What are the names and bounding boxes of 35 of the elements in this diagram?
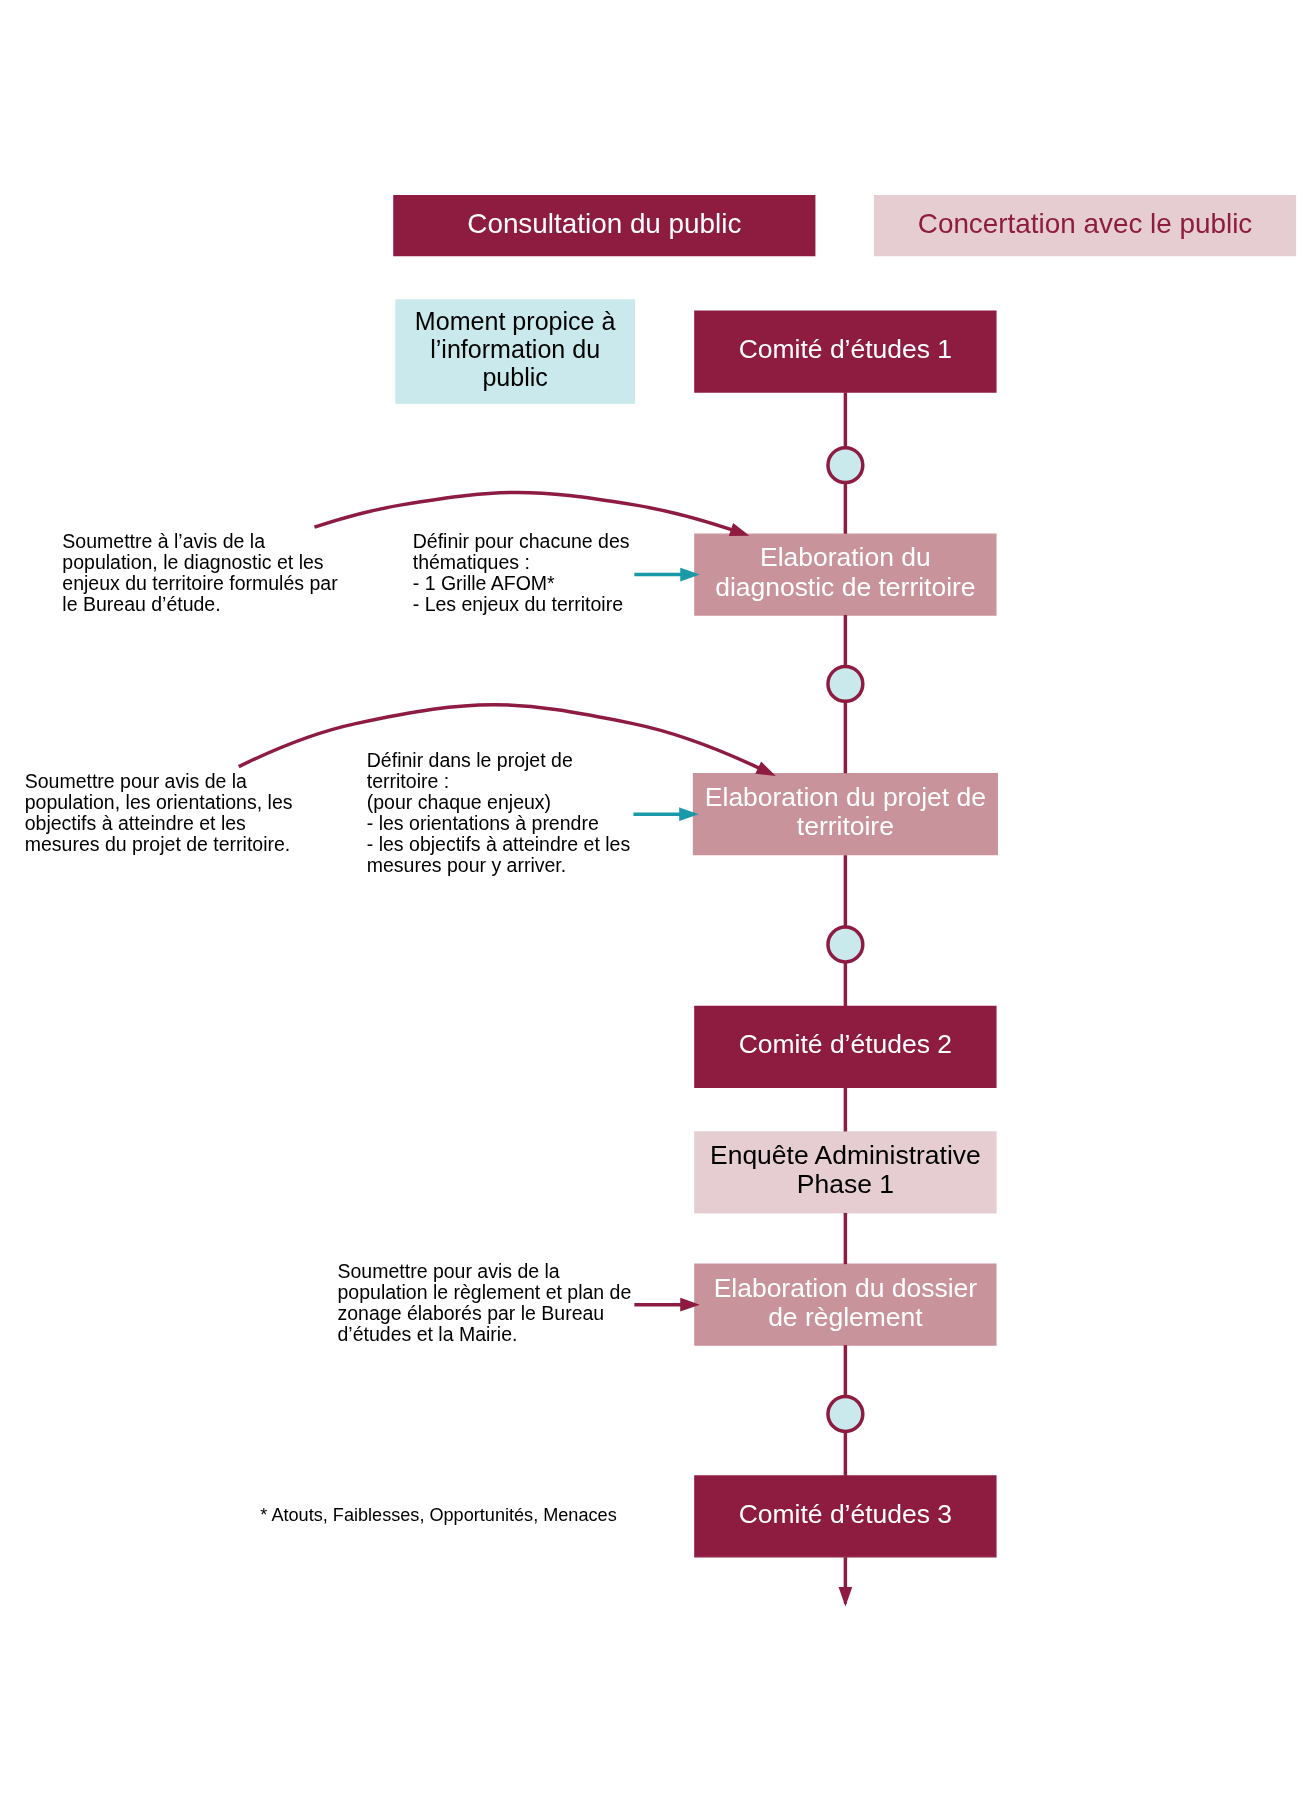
- label: * Atouts, Faiblesses, Opportunités, Menaces: [260, 1504, 617, 1525]
- node-circle: [826, 924, 865, 964]
- connector: [843, 700, 848, 773]
- connector: [843, 854, 848, 926]
- node-box: Elaboration du dossier de règlement: [694, 1263, 997, 1346]
- arrow: [633, 806, 699, 821]
- node-box: Comité d’études 1: [694, 310, 997, 393]
- legend-label: Moment propice à l’information du public: [414, 306, 616, 391]
- node-text: Soumettre pour avis de la population, les orientations, les objectifs à atteindre et les mesures du projet de territoire.: [24, 769, 293, 855]
- node-circle: [826, 1394, 865, 1433]
- connector: [843, 1431, 848, 1476]
- connector: [843, 391, 848, 447]
- node-box: Comité d’études 3: [694, 1474, 997, 1558]
- node-box: Elaboration du projet de territoire: [692, 772, 998, 855]
- node-box: Consultation du public: [393, 194, 816, 256]
- node-text: Soumettre à l’avis de la population, le diagnostic et les enjeux du territoire formulés par le Bureau d’étude.: [62, 529, 338, 615]
- arrow: [634, 567, 700, 581]
- connector: [843, 961, 848, 1006]
- node-box: Enquête Administrative Phase 1: [694, 1130, 997, 1213]
- node-text: Soumettre pour avis de la population le règlement et plan de zonage élaborés par le Bureau d’études et la Mairie.: [337, 1259, 632, 1345]
- arrow: [238, 702, 776, 776]
- connector: [843, 1344, 848, 1396]
- arrow: [634, 1297, 700, 1311]
- node-text: Définir pour chacune des thématiques : - 1 Grille AFOM* - Les enjeux du territoire: [412, 529, 630, 615]
- node-box: Comité d’études 2: [694, 1005, 997, 1088]
- connector: [843, 1087, 848, 1131]
- arrow: [313, 490, 750, 536]
- connector: [843, 1212, 848, 1264]
- node-circle: [826, 664, 865, 703]
- node-box: Concertation avec le public: [873, 194, 1297, 256]
- node-text: Définir dans le projet de territoire : (pour chaque enjeux) - les orientations à prendre - les objectifs à atteindre et les mesures pour y arriver.: [366, 748, 631, 876]
- node-box: Elaboration du diagnostic de territoire: [694, 532, 997, 616]
- connector: [843, 482, 848, 534]
- node-circle: [826, 445, 865, 484]
- connector: [843, 614, 848, 666]
